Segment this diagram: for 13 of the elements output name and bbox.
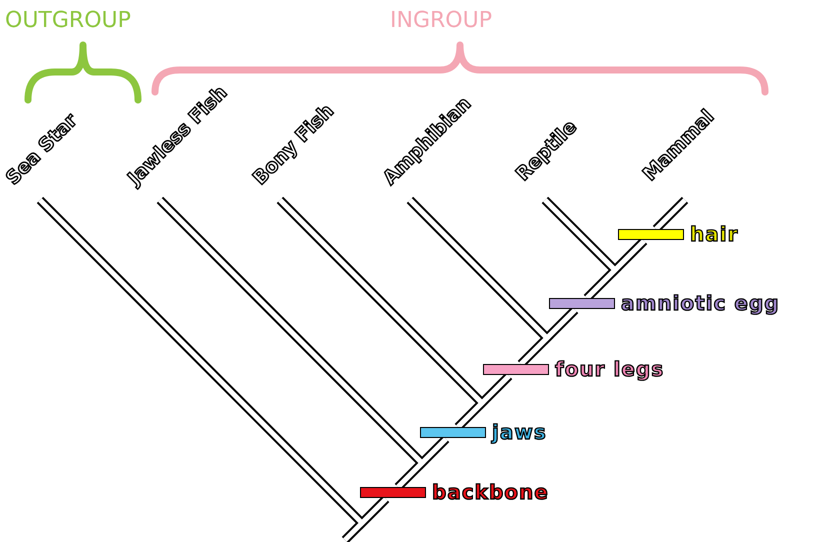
trait-bar — [360, 487, 426, 498]
trait-bar — [483, 364, 549, 375]
group-label: INGROUP — [390, 8, 492, 34]
branch-line — [342, 496, 390, 542]
trait-label: hair — [690, 222, 738, 246]
trait-bar — [618, 229, 684, 240]
group-label: OUTGROUP — [5, 8, 131, 34]
trait-label: four legs — [555, 357, 664, 381]
trait-label: backbone — [432, 480, 549, 504]
trait-bar — [420, 427, 486, 438]
trait-bar — [549, 298, 615, 309]
trait-label: jaws — [492, 420, 547, 444]
trait-label: amniotic egg — [621, 291, 780, 315]
